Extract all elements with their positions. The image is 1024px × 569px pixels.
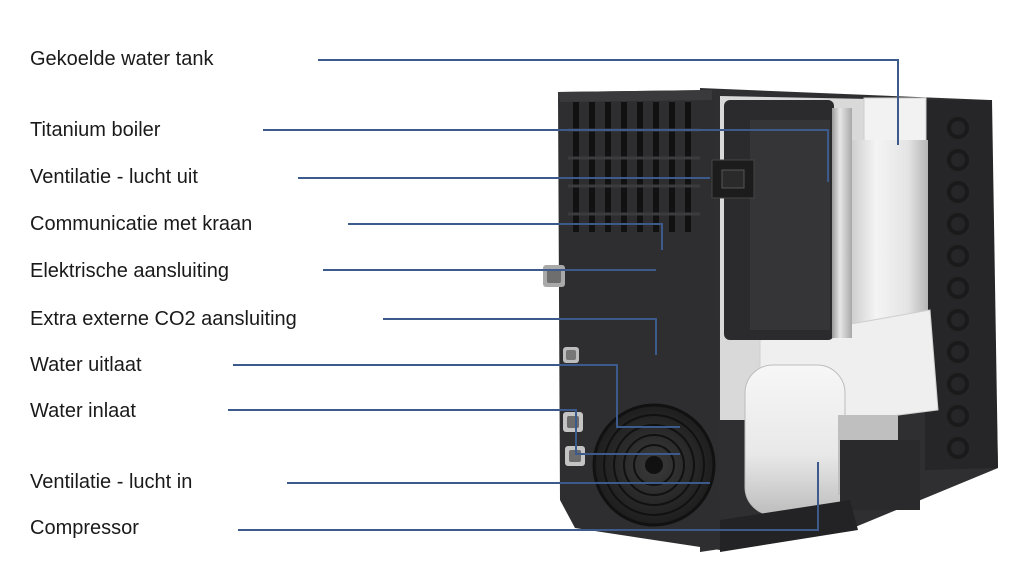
leader-titanium-boiler (263, 129, 829, 182)
label-tap-communication: Communicatie met kraan (30, 213, 253, 235)
titanium-boiler (724, 100, 852, 340)
label-co2-connection: Extra externe CO2 aansluiting (30, 308, 297, 330)
label-ventilation-out: Ventilatie - lucht uit (30, 166, 198, 188)
leader-co2-connection (383, 318, 657, 355)
leader-water-outlet (233, 364, 680, 428)
water-outlet-fitting (563, 347, 579, 363)
label-titanium-boiler: Titanium boiler (30, 119, 161, 141)
label-electrical-connection: Elektrische aansluiting (30, 260, 229, 282)
label-compressor: Compressor (30, 517, 139, 539)
label-cooled-water-tank: Gekoelde water tank (30, 48, 214, 70)
base (720, 500, 858, 552)
leader-cooled-water-tank (318, 59, 899, 145)
leader-compressor (238, 462, 819, 531)
leader-water-inlet (228, 409, 680, 455)
compressor (744, 364, 920, 516)
label-water-inlet: Water inlaat (30, 400, 136, 422)
ventilation-fan-in (592, 403, 716, 527)
electrical-connector (543, 265, 565, 287)
leader-tap-communication (348, 223, 663, 250)
label-ventilation-in: Ventilatie - lucht in (30, 471, 193, 493)
leader-lines (228, 59, 899, 531)
ventilation-grille-out (573, 102, 691, 232)
label-water-outlet: Water uitlaat (30, 354, 142, 376)
